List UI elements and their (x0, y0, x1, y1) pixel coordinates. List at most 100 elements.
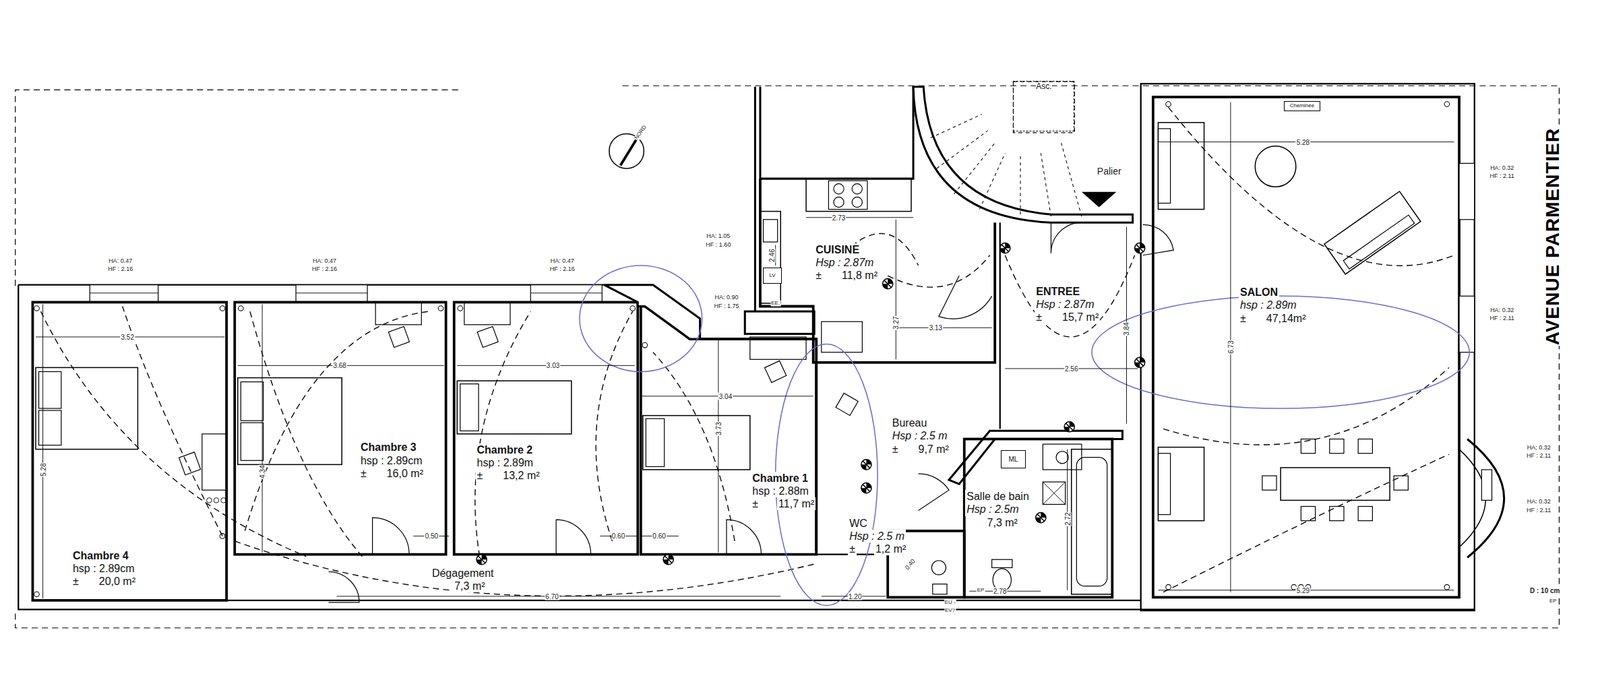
plan-annotation: 5.29 (1296, 586, 1311, 594)
plan-annotation: HA: 0.32 (1526, 498, 1552, 506)
room-row: Salle de bain (965, 489, 1031, 503)
room-area: ± (814, 268, 823, 282)
plan-annotation: HF : 2.11 (1488, 173, 1515, 180)
room-height: hsp : 2.88m (750, 484, 811, 498)
plan-annotation: 1.20 (847, 592, 863, 600)
room-row: CUISINE (814, 243, 879, 257)
room-area: ± (847, 542, 857, 556)
plan-annotation: HA: 0.32 (1526, 444, 1552, 452)
plan-annotation: HF : 2.16 (311, 266, 338, 273)
room-height: hsp : 2.89cm (71, 562, 137, 575)
room-area: 15,7 m² (1060, 310, 1100, 324)
plan-annotation: EP (976, 587, 986, 594)
equipment-box: Cheminée (1283, 101, 1321, 112)
plan-annotation: 3.84 (1122, 321, 1131, 336)
room-name: CUISINE (814, 243, 861, 257)
plan-annotation: HF : 2.16 (549, 266, 576, 273)
equipment-label: Cheminée (1289, 103, 1315, 110)
room-name: SALON (1238, 285, 1280, 299)
room-row: hsp : 2.89cm (71, 562, 137, 575)
room-area: 47,14m² (1265, 312, 1308, 325)
street-name: AVENUE PARMENTIER (1542, 127, 1564, 346)
plan-annotation: 3.03 (545, 361, 561, 370)
room-row: Hsp : 2.5m (965, 502, 1031, 516)
room-row: ±9,7 m² (890, 442, 951, 456)
room-area: ± (1034, 310, 1044, 324)
plan-annotation: HF : 2.11 (1525, 452, 1552, 460)
room-row: Chambre 3 (359, 440, 425, 454)
room-label: Chambre 3hsp : 2.89cm±16,0 m² (359, 440, 425, 480)
plan-annotation: HF : 1.60 (704, 241, 732, 249)
plan-annotation: 0.40 (903, 557, 917, 572)
plan-annotation: HF : 2.11 (1525, 507, 1552, 515)
room-label: WCHsp : 2.5 m±1,2 m² (847, 516, 908, 557)
plan-annotation: 3.27 (892, 315, 900, 330)
room-name: Chambre 2 (475, 443, 535, 457)
room-area: ± (1238, 312, 1248, 325)
room-name: Salle de bain (965, 489, 1031, 503)
room-row: Hsp : 2.5 m (890, 429, 951, 443)
plan-annotation: HA: 0.32 (1489, 307, 1515, 315)
room-height: hsp : 2.89m (1238, 298, 1299, 312)
plan-annotation: 3.13 (928, 324, 943, 332)
room-row: Chambre 2 (475, 443, 542, 457)
room-height: hsp : 2.89cm (359, 454, 424, 468)
room-area: ± (475, 469, 485, 482)
plan-annotation: 3.73 (714, 421, 722, 437)
room-row: 7,3 m² (452, 579, 495, 593)
plan-annotation: EP (1548, 598, 1558, 605)
room-row: hsp : 2.89cm (359, 454, 425, 468)
room-label: SALONhsp : 2.89m±47,14m² (1238, 285, 1307, 325)
plan-annotation: 6.73 (1226, 339, 1235, 354)
room-row: Chambre 4 (71, 549, 137, 563)
plan-annotation: 3.68 (332, 361, 347, 370)
plan-annotation: EV? (944, 607, 956, 614)
plan-annotation: 5.28 (39, 462, 47, 477)
room-area: 7,3 m² (452, 579, 486, 593)
room-label: Chambre 4hsp : 2.89cm±20,0 m² (71, 549, 137, 589)
landing-label: Palier (1096, 166, 1123, 177)
room-name: WC (847, 516, 869, 530)
plan-annotation: HA: 0.90 (713, 294, 739, 302)
equipment-box: Asc. (1012, 80, 1075, 133)
room-area: ± (359, 467, 368, 480)
room-label: Chambre 2hsp : 2.89m±13,2 m² (475, 443, 542, 483)
plan-annotation: 5.28 (1296, 138, 1311, 146)
equipment-label: ML (1008, 455, 1018, 464)
room-row: Hsp : 2.87m (1034, 297, 1100, 311)
room-area: 20,0 m² (97, 574, 137, 588)
room-area: 16,0 m² (385, 467, 425, 480)
room-row: ±11,8 m² (814, 268, 879, 282)
plan-annotation: 3.04 (718, 392, 733, 400)
plan-annotation: 0.60 (651, 532, 666, 540)
room-area: 7,3 m² (986, 516, 1020, 530)
room-area: 13,2 m² (501, 469, 541, 482)
room-area: ± (750, 497, 760, 511)
room-height: Hsp : 2.5 m (847, 529, 906, 543)
plan-annotation: HA: 0.47 (312, 258, 337, 265)
room-height: Hsp : 2.87m (1034, 297, 1096, 311)
equipment-label: LV (769, 272, 776, 280)
plan-annotation: HA: 0.32 (1489, 165, 1515, 172)
room-height: hsp : 2.89m (475, 456, 536, 470)
room-row: ±47,14m² (1238, 312, 1307, 325)
room-row: 7,3 m² (986, 516, 1031, 530)
plan-annotation: 2.73 (831, 213, 846, 222)
room-label: Dégagement7,3 m² (430, 566, 496, 593)
room-height: Hsp : 2.5 m (890, 429, 949, 443)
plan-annotation: HF : 1.75 (713, 303, 740, 311)
room-name: ENTREE (1034, 285, 1082, 298)
room-name: Chambre 1 (750, 471, 810, 485)
plan-annotation: 4.34 (258, 464, 267, 479)
plan-annotation: HF : 2.11 (1488, 315, 1515, 323)
room-height: Hsp : 2.5m (965, 502, 1020, 516)
room-row: SALON (1238, 285, 1307, 299)
room-row: ENTREE (1034, 285, 1100, 298)
room-row: ±1,2 m² (847, 542, 908, 556)
plan-annotation: NORD (633, 124, 649, 142)
room-row: ±15,7 m² (1034, 310, 1100, 324)
plan-annotation: D : 10 cm (1529, 586, 1561, 594)
room-area: ± (890, 442, 900, 456)
